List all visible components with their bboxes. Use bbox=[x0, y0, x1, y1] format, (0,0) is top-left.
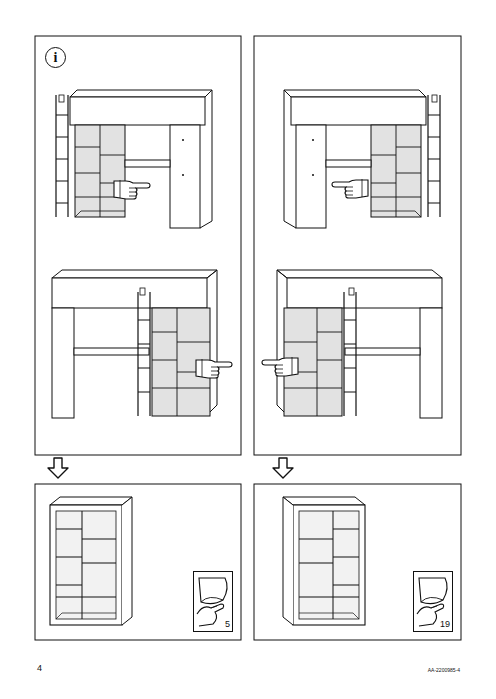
document-code: AA-2200985-4 bbox=[428, 667, 460, 673]
step-panel bbox=[35, 36, 241, 455]
step-panel bbox=[254, 484, 461, 640]
page-reference-box: 19 bbox=[413, 571, 453, 632]
page-number-ref: 5 bbox=[225, 619, 230, 629]
page-reference-box: 5 bbox=[193, 571, 233, 632]
page-number: 4 bbox=[37, 663, 42, 673]
step-panel bbox=[35, 484, 241, 640]
info-letter: i bbox=[54, 50, 58, 66]
step-panel bbox=[254, 36, 461, 455]
page-number-ref: 19 bbox=[440, 619, 450, 629]
info-icon: i bbox=[45, 47, 66, 68]
